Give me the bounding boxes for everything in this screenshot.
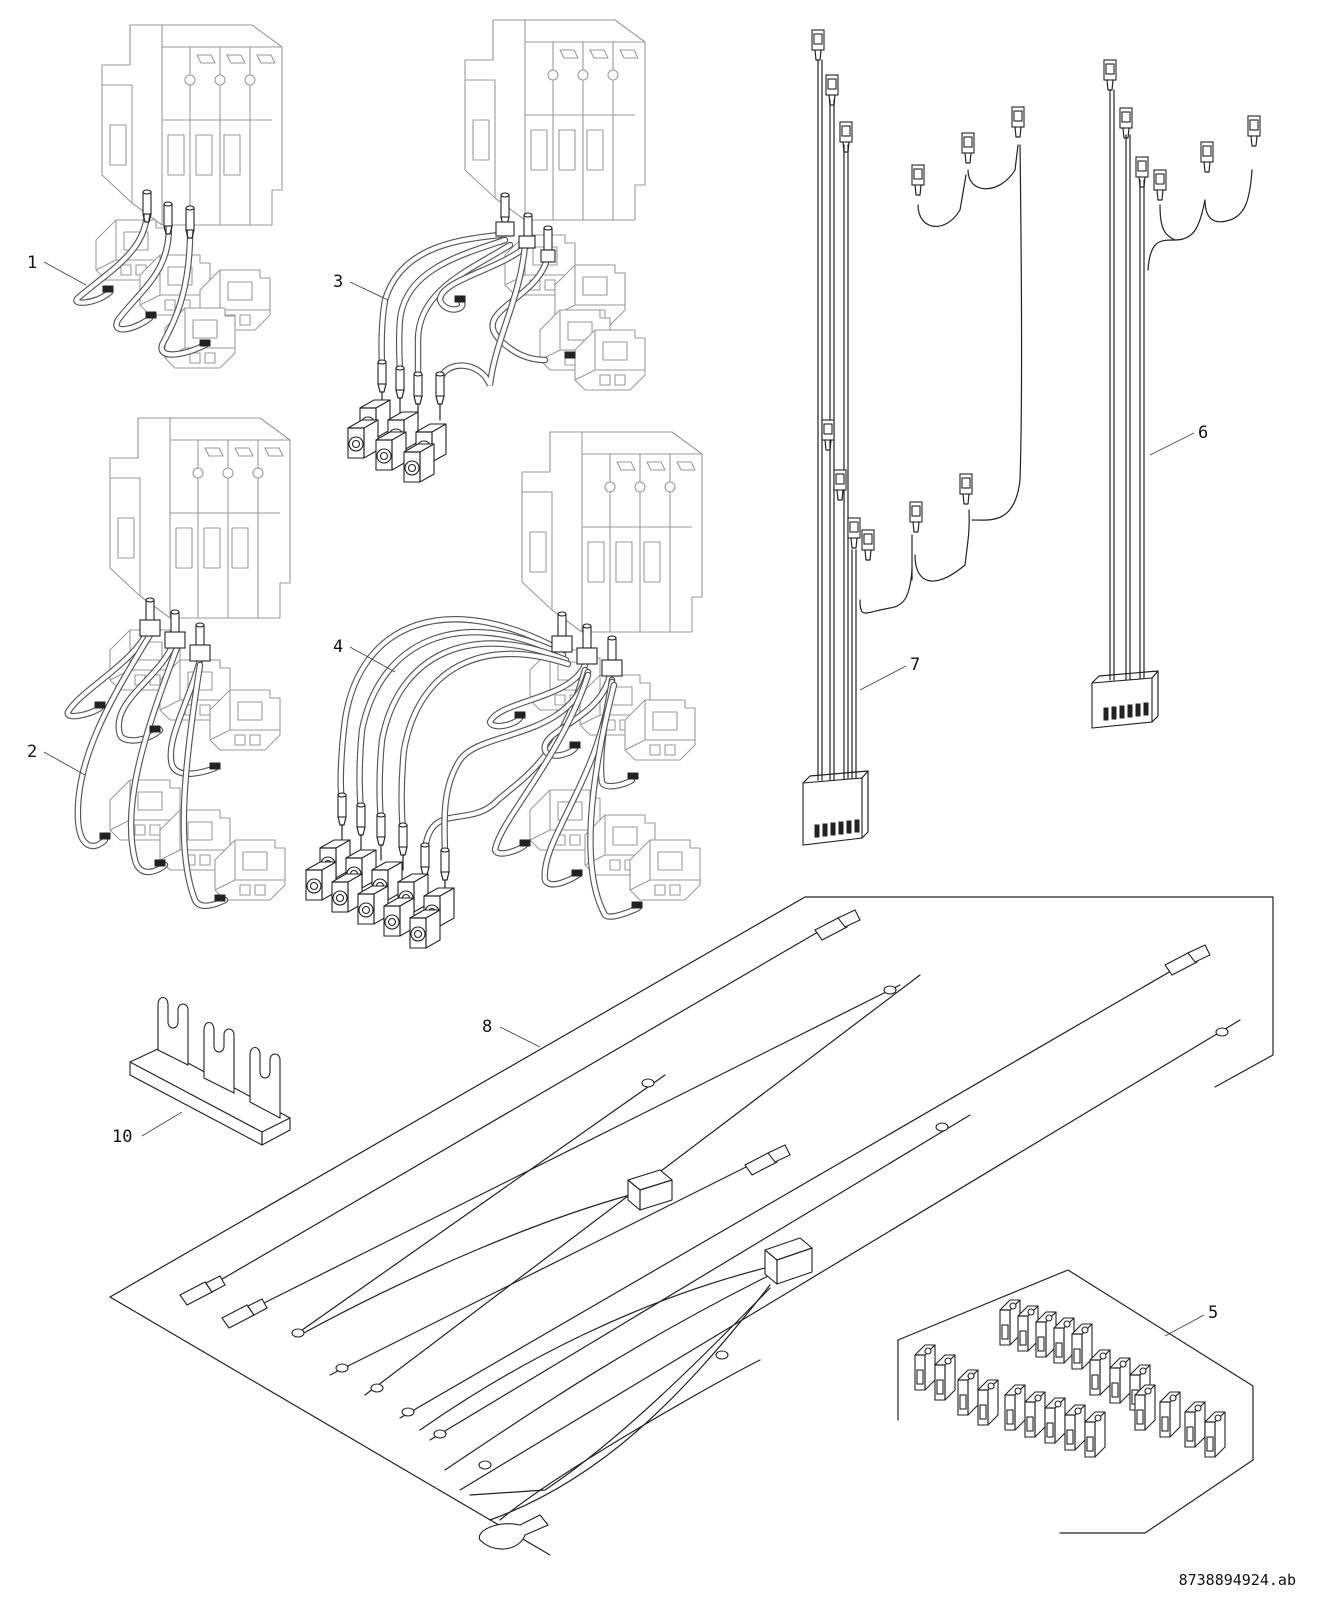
assembly-2	[64, 417, 291, 909]
assembly-3	[347, 19, 646, 483]
callout-5: 5	[1164, 1303, 1218, 1337]
wire-harness-7	[802, 29, 1025, 846]
callout-number: 4	[333, 637, 343, 657]
callout-7: 7	[859, 655, 920, 691]
plug-connector-set-5	[897, 1269, 1254, 1534]
wire-harness-6	[1091, 59, 1261, 729]
callout-8: 8	[482, 1017, 541, 1048]
callout-number: 5	[1208, 1303, 1218, 1323]
callout-number: 3	[333, 272, 343, 292]
callout-1: 1	[27, 253, 87, 286]
callout-2: 2	[27, 742, 86, 776]
cable-set-8	[109, 896, 1274, 1556]
callout-3: 3	[333, 272, 389, 301]
document-number: 8738894924.ab	[1179, 1571, 1296, 1589]
callout-6: 6	[1149, 423, 1208, 456]
callout-4: 4	[333, 637, 396, 673]
assembly-4	[305, 431, 703, 949]
callout-number: 8	[482, 1017, 492, 1037]
callout-number: 1	[27, 253, 37, 273]
jumper-bridge-10	[129, 996, 291, 1146]
assembly-1	[73, 24, 283, 369]
callout-number: 2	[27, 742, 37, 762]
callout-number: 7	[910, 655, 920, 675]
callout-number: 10	[112, 1127, 132, 1147]
callout-10: 10	[112, 1111, 183, 1147]
callout-number: 6	[1198, 423, 1208, 443]
